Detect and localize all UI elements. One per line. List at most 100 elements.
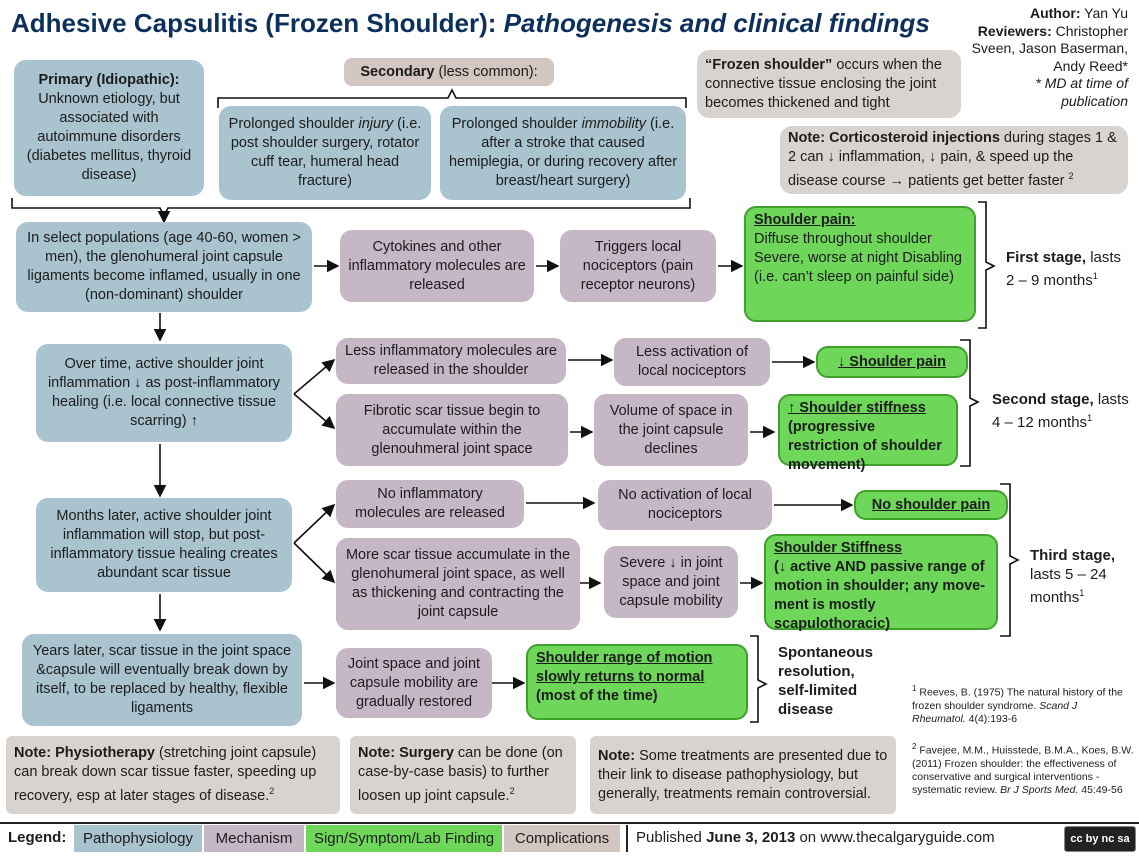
- stage-3-label: Third stage, lasts 5 – 24 months1: [1030, 546, 1132, 607]
- steroid-note-box: Note: Corticosteroid injections during s…: [780, 126, 1128, 194]
- legend-divider: [626, 825, 628, 852]
- author-label: Author:: [1029, 5, 1081, 21]
- row2-sign-a: ↓ Shoulder pain: [838, 353, 946, 370]
- injury-box: Prolonged shoulder injury (i.e. post sho…: [219, 106, 431, 200]
- row4-sign-body: (most of the time): [536, 688, 658, 704]
- row1-mech2-box: Triggers local nociceptors (pain recepto…: [560, 230, 716, 302]
- row1-mech1: Cytokines and other inflammatory molecul…: [348, 238, 526, 293]
- row1-mech2: Triggers local nociceptors (pain recepto…: [580, 238, 696, 293]
- secondary-label: Secondary (less common):: [344, 58, 554, 86]
- immobility-c: (i.e. after a stroke that caused hemiple…: [448, 116, 678, 189]
- reviewers-1: Christopher: [1055, 22, 1128, 39]
- row2-mech-a2: Less activation of local nociceptors: [635, 344, 749, 379]
- treatment-note-box: Note: Some treatments are presented due …: [590, 736, 896, 814]
- title-main: Adhesive Capsulitis (Frozen Shoulder):: [11, 8, 497, 38]
- physio-bold: Note: Physiotherapy: [14, 745, 155, 762]
- published-b: on www.thecalgaryguide.com: [795, 829, 995, 846]
- row2-mech-a1-box: Less inflammatory molecules are released…: [336, 338, 566, 384]
- stage-3-ref: 1: [1079, 588, 1085, 598]
- stage-2-bold: Second stage,: [992, 391, 1094, 408]
- row2-patho: Over time, active shoulder joint inflamm…: [47, 356, 281, 429]
- stage-1-rest: lasts 2 – 9 months: [1006, 249, 1122, 289]
- row3-sign-b-body: (↓ active AND passive range of motion in…: [774, 559, 986, 632]
- physio-note-box: Note: Physiotherapy (stretching joint ca…: [6, 736, 340, 814]
- physio-ref: 2: [269, 786, 275, 797]
- surgery-ref: 2: [509, 786, 515, 797]
- stage-2-ref: 1: [1087, 413, 1093, 423]
- stage-1-label: First stage, lasts 2 – 9 months1: [1006, 248, 1132, 290]
- reference-1-text: Reeves, B. (1975) The natural history of…: [912, 686, 1123, 712]
- immobility-a: Prolonged shoulder: [451, 116, 582, 132]
- definition-box: “Frozen shoulder” occurs when the connec…: [697, 50, 961, 118]
- author: Yan Yu: [1084, 5, 1128, 21]
- legend-pathophysiology: Pathophysiology: [74, 825, 202, 852]
- resolution-label: Spontaneous resolution, self-limited dis…: [778, 644, 874, 718]
- published-line: Published June 3, 2013 on www.thecalgary…: [636, 829, 995, 846]
- published-date: June 3, 2013: [706, 829, 796, 846]
- row3-mech-a1: No inflammatory molecules are released: [355, 486, 505, 521]
- reviewers-2: Sveen, Jason Baserman,: [971, 40, 1128, 56]
- md-note-1: * MD at time of: [1035, 75, 1128, 91]
- row4-sign-box: Shoulder range of motion slowly returns …: [526, 644, 748, 720]
- immobility-b: immobility: [581, 116, 647, 132]
- row4-mech-box: Joint space and joint capsule mobility a…: [336, 648, 492, 718]
- row2-sign-b-box: ↑ Shoulder stiffness (progressive restri…: [778, 394, 958, 473]
- row3-sign-b-head: Shoulder Stiffness: [774, 540, 903, 556]
- definition-rest: occurs when the connective tissue enclos…: [705, 56, 942, 111]
- row3-mech-b1-box: More scar tissue accumulate in the gleno…: [336, 538, 580, 630]
- row4-patho: Years later, scar tissue in the joint sp…: [32, 643, 292, 716]
- reference-2-journal: Br J Sports Med.: [1000, 783, 1079, 796]
- row3-patho: Months later, active shoulder joint infl…: [50, 508, 278, 581]
- credits: Author: Yan Yu Reviewers: Christopher Sv…: [972, 5, 1128, 110]
- surgery-bold: Note: Surgery: [358, 745, 454, 762]
- steroid-bold: Note: Corticosteroid injections: [788, 130, 1000, 147]
- legend-label: Legend:: [8, 829, 67, 846]
- row3-mech-b1: More scar tissue accumulate in the gleno…: [345, 547, 571, 620]
- row1-sign-box: Shoulder pain: Diffuse throughout should…: [744, 206, 976, 322]
- row1-sign-body: Diffuse throughout shoulder Severe, wors…: [754, 231, 962, 285]
- license-text: cc by nc sa: [1070, 833, 1130, 845]
- row2-mech-b2-box: Volume of space in the joint capsule dec…: [594, 394, 748, 466]
- injury-a: Prolonged shoulder: [228, 116, 359, 132]
- row3-mech-a2-box: No activation of local nociceptors: [598, 480, 772, 530]
- legend-complications: Complications: [504, 825, 620, 852]
- row2-mech-b2: Volume of space in the joint capsule dec…: [609, 402, 733, 457]
- row2-sign-b-body: (progressive restriction of shoulder mov…: [788, 419, 942, 473]
- reference-2-text: Favejee, M.M., Huisstede, B.M.A., Koes, …: [912, 744, 1134, 796]
- row4-sign-head: Shoulder range of motion slowly returns …: [536, 650, 713, 685]
- stage-2-label: Second stage, lasts 4 – 12 months1: [992, 390, 1134, 432]
- primary-body: Unknown etiology, but associated with au…: [26, 91, 192, 183]
- secondary-head: Secondary: [360, 63, 435, 80]
- steroid-ref: 2: [1068, 171, 1074, 182]
- row2-mech-a1: Less inflammatory molecules are released…: [345, 343, 557, 378]
- row4-patho-box: Years later, scar tissue in the joint sp…: [22, 634, 302, 726]
- stage-1-ref: 1: [1092, 271, 1098, 281]
- row4-mech: Joint space and joint capsule mobility a…: [347, 655, 481, 710]
- page-title: Adhesive Capsulitis (Frozen Shoulder): P…: [11, 8, 930, 39]
- title-sub: Pathogenesis and clinical findings: [503, 8, 930, 38]
- legend-bar: [0, 822, 1139, 856]
- primary-cause-box: Primary (Idiopathic): Unknown etiology, …: [14, 60, 204, 196]
- reference-2: 2 Favejee, M.M., Huisstede, B.M.A., Koes…: [912, 742, 1134, 796]
- reference-1-journal: Scand J Rheumatol.: [912, 699, 1078, 725]
- treatment-bold: Note:: [598, 747, 636, 764]
- row1-patho: In select populations (age 40-60, women …: [27, 230, 301, 303]
- stage-1-bold: First stage,: [1006, 249, 1087, 266]
- row2-sign-a-box: ↓ Shoulder pain: [816, 346, 968, 378]
- published-a: Published: [636, 829, 707, 846]
- row3-sign-a-box: No shoulder pain: [854, 490, 1008, 520]
- row3-mech-a1-box: No inflammatory molecules are released: [336, 480, 524, 528]
- reviewers-label: Reviewers:: [977, 22, 1052, 39]
- row3-mech-a2: No activation of local nociceptors: [618, 487, 752, 522]
- stage-3-bold: Third stage,: [1030, 547, 1116, 564]
- legend-sign: Sign/Symptom/Lab Finding: [306, 825, 502, 852]
- injury-b: injury: [358, 116, 394, 132]
- stage-3-rest: lasts 5 – 24 months: [1030, 566, 1107, 606]
- physio-rest: (stretching joint capsule) can break dow…: [14, 745, 317, 804]
- license-badge: cc by nc sa: [1064, 826, 1136, 852]
- primary-head: Primary (Idiopathic):: [38, 72, 180, 88]
- row1-sign-head: Shoulder pain:: [754, 212, 856, 228]
- row3-patho-box: Months later, active shoulder joint infl…: [36, 498, 292, 592]
- immobility-box: Prolonged shoulder immobility (i.e. afte…: [440, 106, 686, 200]
- stage-2-rest: lasts 4 – 12 months: [992, 391, 1129, 431]
